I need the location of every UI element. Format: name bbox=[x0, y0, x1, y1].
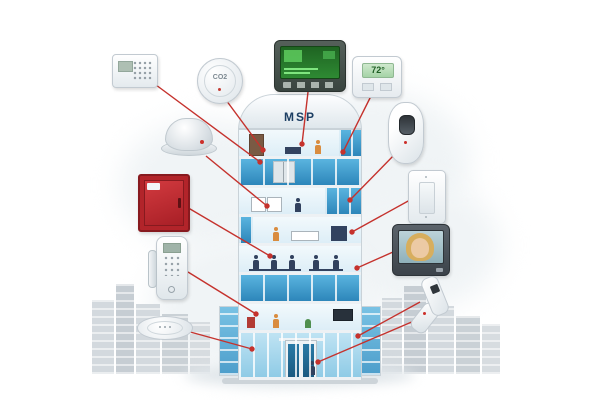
person bbox=[271, 255, 277, 269]
msp-building: MSP bbox=[238, 94, 362, 380]
thermostat-button bbox=[362, 83, 374, 91]
status-led bbox=[200, 140, 204, 144]
screen-line bbox=[284, 68, 318, 70]
panel-handle bbox=[178, 198, 181, 208]
washing-machine bbox=[251, 197, 266, 212]
plant bbox=[305, 319, 311, 328]
person bbox=[273, 227, 279, 241]
floor-entrance bbox=[239, 333, 361, 380]
screen-block bbox=[284, 50, 302, 62]
person bbox=[309, 361, 315, 375]
skyline-building bbox=[382, 298, 402, 374]
status-led bbox=[404, 141, 407, 144]
floor-lobby bbox=[239, 304, 361, 333]
glass-segment bbox=[239, 217, 253, 243]
thermostat-display: 72° bbox=[362, 63, 394, 78]
caller-face bbox=[411, 238, 429, 258]
screw bbox=[425, 216, 427, 218]
building-sign: MSP bbox=[283, 110, 316, 124]
detector-dome bbox=[165, 118, 213, 151]
person bbox=[295, 198, 301, 212]
switch-rocker bbox=[419, 182, 435, 214]
gym-equipment bbox=[309, 269, 343, 271]
status-led bbox=[423, 312, 426, 315]
fire-alarm-panel-icon bbox=[138, 174, 190, 232]
skyline-building bbox=[116, 284, 134, 374]
screen-block bbox=[323, 51, 335, 59]
sensor-lens bbox=[399, 115, 415, 135]
ap-led bbox=[164, 326, 166, 328]
floor-glass bbox=[239, 275, 361, 304]
person bbox=[315, 140, 321, 154]
lock-handle bbox=[148, 250, 157, 288]
smoke-detector-icon bbox=[160, 116, 218, 158]
panel-buttons bbox=[283, 82, 337, 88]
office-door bbox=[249, 134, 264, 156]
detector-ring bbox=[204, 65, 236, 97]
motion-sensor-icon bbox=[388, 102, 424, 164]
counter bbox=[291, 231, 319, 241]
thermostat-icon: 72° bbox=[352, 56, 402, 98]
alarm-keypad-icon bbox=[112, 54, 158, 88]
light-switch-icon bbox=[408, 170, 446, 224]
desk bbox=[285, 147, 301, 154]
access-reader-icon bbox=[408, 274, 456, 337]
lcd-screen bbox=[280, 46, 340, 79]
appliance bbox=[331, 226, 347, 241]
co2-detector-icon: CO2 bbox=[197, 58, 243, 104]
ap-led bbox=[169, 326, 171, 328]
gym-equipment bbox=[249, 269, 301, 271]
thermostat-button bbox=[380, 83, 392, 91]
building-top: MSP bbox=[238, 94, 362, 130]
washing-machine bbox=[267, 197, 282, 212]
screw bbox=[425, 176, 427, 178]
floor-glass bbox=[239, 159, 361, 188]
floor-office bbox=[239, 130, 361, 159]
skyline-building bbox=[456, 316, 480, 374]
lock-keypad bbox=[164, 256, 182, 276]
status-led bbox=[218, 88, 221, 91]
keypad-display bbox=[118, 61, 133, 72]
door-lock-icon bbox=[146, 236, 190, 300]
lock-display bbox=[163, 243, 181, 253]
ap-ring bbox=[147, 321, 183, 335]
intercom-button bbox=[436, 268, 443, 272]
person bbox=[273, 314, 279, 328]
door-panel bbox=[288, 344, 299, 377]
sidewalk bbox=[222, 378, 378, 384]
floor-gym bbox=[239, 246, 361, 275]
lcd-control-panel-icon bbox=[274, 40, 346, 92]
intercom-screen bbox=[398, 230, 444, 264]
fire-extinguisher bbox=[247, 317, 255, 328]
building-floors bbox=[238, 130, 362, 380]
person bbox=[313, 255, 319, 269]
floor-kitchen bbox=[239, 217, 361, 246]
screen-line bbox=[284, 72, 310, 74]
ap-disc bbox=[137, 316, 193, 340]
glass-segment bbox=[339, 130, 361, 156]
panel-label bbox=[147, 183, 160, 190]
person bbox=[333, 255, 339, 269]
keypad-buttons bbox=[133, 61, 153, 81]
person bbox=[253, 255, 259, 269]
elevator-doors bbox=[273, 161, 295, 183]
door-panel bbox=[303, 344, 314, 377]
skyline-building bbox=[482, 324, 500, 374]
entrance-door bbox=[285, 340, 317, 377]
video-intercom-icon bbox=[392, 224, 450, 276]
building-wing-right bbox=[359, 306, 381, 376]
wireless-access-point-icon bbox=[136, 312, 194, 346]
co2-label: CO2 bbox=[212, 74, 228, 81]
floor-laundry bbox=[239, 188, 361, 217]
ap-led bbox=[159, 326, 161, 328]
person bbox=[289, 255, 295, 269]
entrance-canopy bbox=[279, 338, 323, 341]
glass-segment bbox=[325, 188, 361, 214]
keyhole bbox=[168, 286, 175, 293]
skyline-building bbox=[92, 300, 114, 374]
wall-tv bbox=[333, 309, 353, 321]
